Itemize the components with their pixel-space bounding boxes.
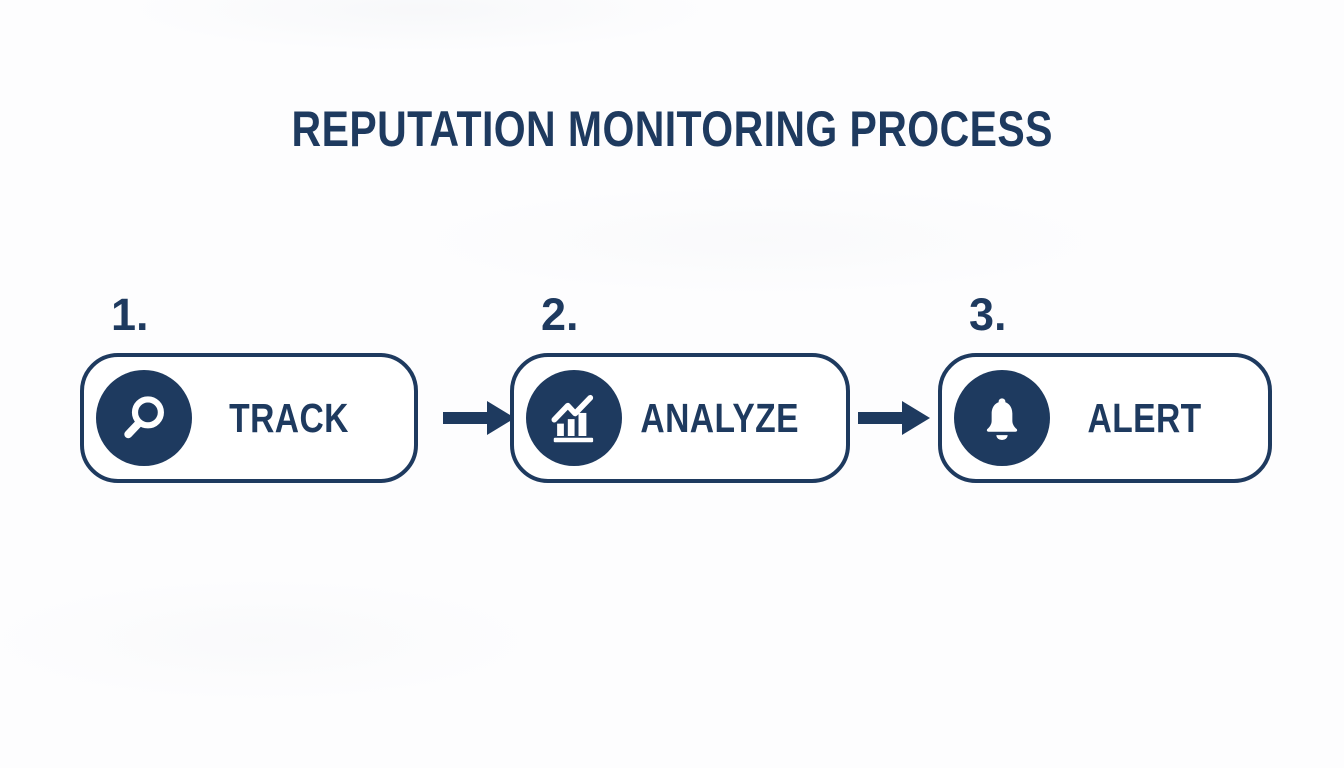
page-title: REPUTATION MONITORING PROCESS (0, 104, 1344, 154)
magnifier-icon (96, 370, 192, 466)
step-label: ANALYZE (622, 394, 818, 441)
step-label-text: TRACK (229, 394, 349, 441)
arrow-right-icon (858, 401, 930, 435)
step-box-alert: ALERT (938, 353, 1272, 483)
step-label: TRACK (192, 394, 386, 441)
step-label-text: ANALYZE (640, 394, 800, 441)
step-number: 3. (969, 289, 1007, 340)
step-number: 1. (111, 289, 149, 340)
step-analyze: 2. ANALYZE (510, 292, 850, 483)
step-label-text: ALERT (1087, 394, 1203, 441)
step-alert: 3. ALERT (938, 292, 1272, 483)
step-box-analyze: ANALYZE (510, 353, 850, 483)
step-label: ALERT (1050, 394, 1240, 441)
step-box-track: TRACK (80, 353, 418, 483)
step-track: 1. TRACK (80, 292, 418, 483)
page-title-text: REPUTATION MONITORING PROCESS (291, 101, 1053, 157)
bar-chart-trend-icon (526, 370, 622, 466)
arrow-right-icon (443, 401, 515, 435)
step-number: 2. (541, 289, 579, 340)
bell-icon (954, 370, 1050, 466)
